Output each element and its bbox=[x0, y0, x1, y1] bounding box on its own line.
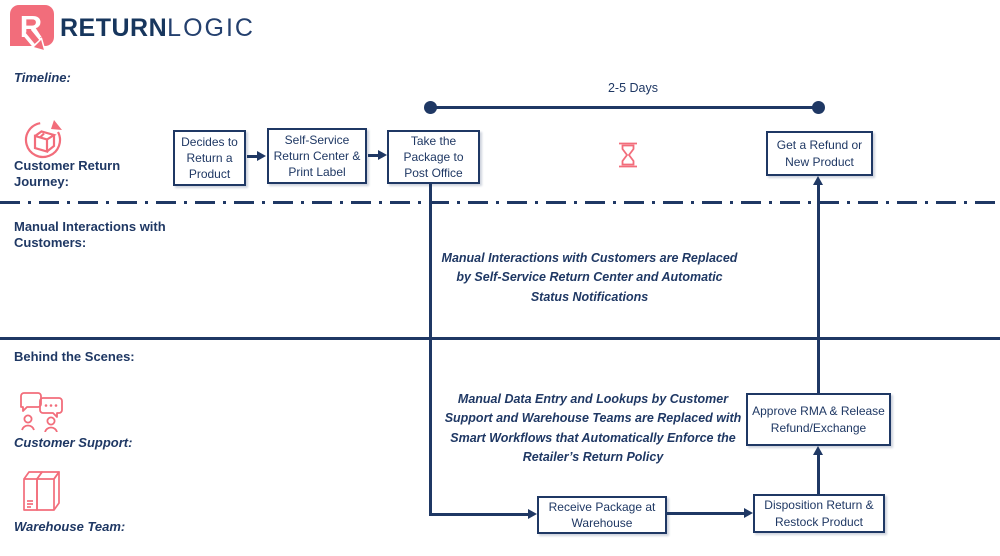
step-box-self-service: Self-Service Return Center & Print Label bbox=[267, 128, 367, 184]
flow-arrow-approve bbox=[813, 446, 823, 455]
customer-support-chat-icon bbox=[18, 388, 68, 432]
flow-arrow-disposition bbox=[744, 508, 753, 518]
wordmark-return: RETURN bbox=[60, 14, 168, 42]
package-return-icon bbox=[20, 116, 66, 162]
step-box-approve-rma: Approve RMA & Release Refund/Exchange bbox=[746, 393, 891, 446]
lane-divider-dashdot bbox=[0, 201, 1000, 204]
returnlogic-logo-icon: R bbox=[8, 4, 56, 54]
manual-interactions-label: Manual Interactions with Customers: bbox=[14, 219, 166, 251]
flow-line-decide-selfservice bbox=[247, 155, 258, 158]
timeline-dot-right bbox=[812, 101, 825, 114]
connector-disposition-approve bbox=[817, 452, 820, 494]
flow-arrow-refund bbox=[813, 176, 823, 185]
hourglass-icon bbox=[616, 141, 640, 169]
connector-postoffice-down bbox=[429, 184, 432, 516]
wordmark-logic: LOGIC bbox=[167, 14, 255, 42]
returnlogic-logo: R bbox=[8, 4, 56, 54]
warehouse-team-label: Warehouse Team: bbox=[14, 519, 126, 534]
flow-arrow-receive bbox=[528, 509, 537, 519]
customer-support-label: Customer Support: bbox=[14, 435, 133, 450]
flow-line-selfservice-postoffice bbox=[368, 154, 379, 157]
flow-arrow-selfservice-postoffice bbox=[378, 150, 387, 160]
timeline-dot-left bbox=[424, 101, 437, 114]
step-box-receive-package: Receive Package at Warehouse bbox=[537, 496, 667, 534]
timeline-duration-label: 2-5 Days bbox=[607, 81, 659, 95]
step-box-decide-return: Decides to Return a Product bbox=[173, 130, 246, 186]
timeline-bar bbox=[430, 106, 820, 109]
timeline-label: Timeline: bbox=[14, 70, 71, 85]
customer-journey-label: Customer Return Journey: bbox=[14, 158, 121, 190]
connector-to-receive bbox=[429, 513, 529, 516]
warehouse-boxes-icon bbox=[20, 468, 62, 514]
behind-scenes-divider bbox=[0, 337, 1000, 340]
step-box-disposition: Disposition Return & Restock Product bbox=[753, 494, 885, 533]
customers-annotation: Manual Interactions with Customers are R… bbox=[441, 251, 738, 304]
flow-arrow-decide-selfservice bbox=[257, 151, 266, 161]
step-box-refund: Get a Refund or New Product bbox=[766, 131, 873, 176]
returnlogic-wordmark: RETURNLOGIC bbox=[60, 14, 255, 43]
connector-approve-refund bbox=[817, 183, 820, 393]
connector-receive-disposition bbox=[667, 512, 745, 515]
backend-annotation: Manual Data Entry and Lookups by Custome… bbox=[444, 392, 742, 465]
step-box-post-office: Take the Package to Post Office bbox=[387, 130, 480, 184]
behind-scenes-label: Behind the Scenes: bbox=[14, 349, 135, 364]
